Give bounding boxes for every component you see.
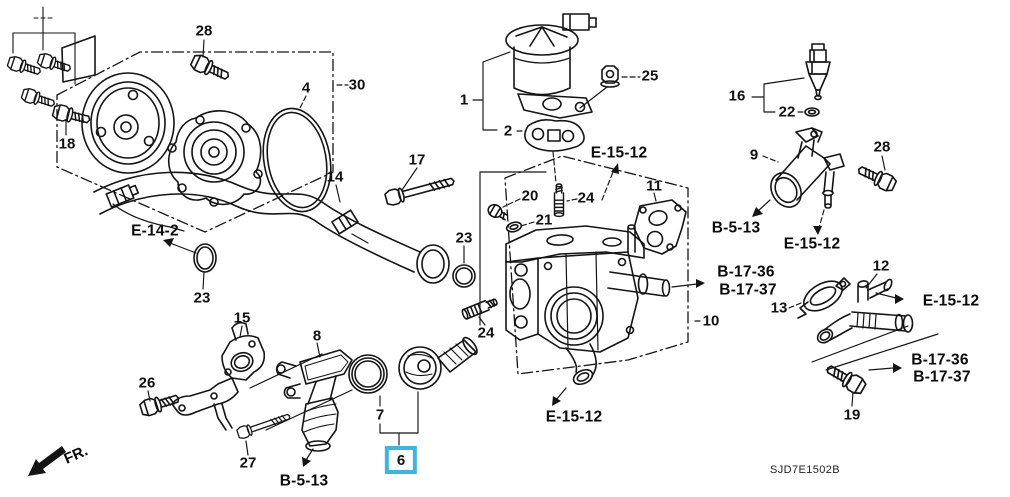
ref-label-b-5-13-10[interactable]: B-5-13	[279, 472, 329, 490]
arrow-to-b-17-36	[696, 279, 705, 288]
thermostat-6	[398, 346, 442, 390]
diagram-code: SJD7E1502B	[769, 464, 841, 476]
ref-label-e-15-12-3[interactable]: E-15-12	[783, 235, 841, 253]
part-label-27-28[interactable]: 27	[239, 454, 257, 472]
fr-direction-arrow	[28, 446, 66, 476]
part-label-16-7[interactable]: 16	[728, 87, 746, 105]
joint-pipe-12	[857, 283, 869, 303]
part-label-12-21[interactable]: 12	[872, 257, 890, 275]
part-label-14-12[interactable]: 14	[326, 168, 344, 186]
part-label-9-9[interactable]: 9	[749, 146, 759, 164]
shim-plate	[61, 35, 96, 83]
bracket-15	[221, 334, 266, 381]
part-label-28-10[interactable]: 28	[873, 138, 891, 156]
part-label-30-1[interactable]: 30	[348, 76, 366, 94]
part-label-10-20[interactable]: 10	[702, 312, 720, 330]
part-label-15-23[interactable]: 15	[233, 309, 251, 327]
water-hose-14	[93, 171, 421, 253]
washer-21	[505, 221, 523, 233]
part-label-28-0[interactable]: 28	[195, 22, 213, 40]
part-label-23-18[interactable]: 23	[455, 229, 473, 247]
part-label-6-27[interactable]: 6	[384, 446, 418, 474]
part-label-2-5[interactable]: 2	[503, 122, 513, 140]
part-label-19-29[interactable]: 19	[843, 406, 861, 424]
part-label-8-24[interactable]: 8	[312, 327, 322, 345]
arrow-to-b-5-13	[752, 207, 763, 217]
egr-valve-body	[513, 46, 571, 96]
arrow-to-e-14-2	[163, 238, 174, 247]
arrow-to-e-15-12	[813, 226, 822, 235]
part-label-24-19[interactable]: 24	[477, 324, 495, 342]
ref-label-b-17-36-7[interactable]: B-17-36	[911, 351, 969, 369]
washer-22	[804, 107, 820, 117]
hose-clamp	[331, 209, 359, 235]
part-label-13-22[interactable]: 13	[770, 299, 788, 317]
arrow-to-e-15-12	[552, 396, 561, 406]
ref-label-e-15-12-6[interactable]: E-15-12	[922, 292, 980, 310]
sensor-20	[487, 203, 509, 221]
ref-label-b-17-37-8[interactable]: B-17-37	[913, 368, 971, 386]
part-label-22-8[interactable]: 22	[778, 103, 796, 121]
part-label-1-4[interactable]: 1	[459, 91, 469, 109]
ref-label-b-17-37-5[interactable]: B-17-37	[719, 281, 777, 299]
arrow-to-e-15-12	[611, 163, 619, 174]
ref-label-b-5-13-2[interactable]: B-5-13	[711, 219, 761, 237]
case-outlet-pipe	[607, 271, 665, 297]
o-ring-23	[193, 243, 217, 273]
water-inlet-8	[299, 349, 353, 385]
part-label-4-2[interactable]: 4	[301, 79, 311, 97]
part-label-21-15[interactable]: 21	[535, 211, 553, 229]
part-label-7-26[interactable]: 7	[375, 406, 385, 424]
o-ring-23	[452, 264, 476, 288]
ref-label-e-15-12-1[interactable]: E-15-12	[590, 144, 648, 162]
part-label-18-3[interactable]: 18	[58, 135, 76, 153]
hose-clamp	[105, 184, 139, 208]
arrow-to-e-15-12	[895, 294, 904, 304]
part-label-26-25[interactable]: 26	[138, 374, 156, 392]
ref-label-b-17-36-4[interactable]: B-17-36	[717, 263, 775, 281]
thermostat-case-boundary	[504, 155, 689, 375]
ref-label-e-15-12-9[interactable]: E-15-12	[545, 408, 603, 426]
arrow-to-b-5-13	[302, 457, 311, 467]
part-label-24-14[interactable]: 24	[577, 189, 595, 207]
part-label-25-6[interactable]: 25	[641, 67, 659, 85]
egr-gasket-2	[524, 119, 585, 152]
water-pump-boundary	[56, 51, 334, 233]
part-label-17-11[interactable]: 17	[408, 151, 426, 169]
case-gasket-11	[633, 199, 687, 255]
pump-gasket-4	[262, 107, 332, 213]
nut-25	[601, 65, 619, 84]
arrow-to-b-17-36	[893, 363, 902, 373]
seal-ring-7	[348, 354, 388, 394]
ref-label-e-14-2-0[interactable]: E-14-2	[131, 222, 179, 240]
egr-connector	[562, 13, 597, 31]
part-label-11-16[interactable]: 11	[646, 177, 662, 195]
water-outlet-9	[795, 127, 823, 143]
part-label-23-17[interactable]: 23	[193, 289, 211, 307]
part-label-20-13[interactable]: 20	[521, 187, 539, 205]
